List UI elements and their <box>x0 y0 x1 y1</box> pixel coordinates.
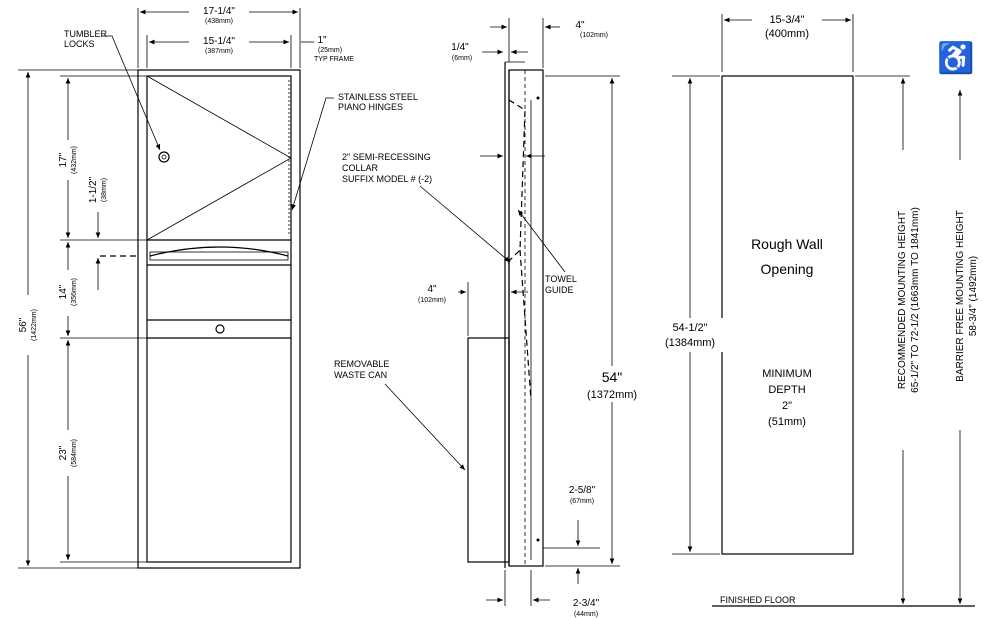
dim-overall-width-metric: (438mm) <box>205 18 233 25</box>
dim-middle-metric: (356mm) <box>71 278 78 306</box>
piano-hinges-label-1: STAINLESS STEEL <box>338 92 418 102</box>
dim-side-bottom: 2-5/8" <box>569 485 596 496</box>
dim-frame-metric: (25mm) <box>318 47 342 54</box>
side-cabinet <box>508 69 544 567</box>
upper-door-triangle <box>146 75 292 241</box>
tumbler-locks-label-2: LOCKS <box>64 39 95 49</box>
collar-label-1: 2" SEMI-RECESSING <box>342 152 431 162</box>
min-depth-label-4: (51mm) <box>768 416 806 428</box>
dim-side-depth: 4" <box>575 20 585 31</box>
towel-dispenser-opening <box>149 246 289 257</box>
dim-side-depth-metric: (102mm) <box>580 32 608 39</box>
min-depth-label-3: 2" <box>782 400 792 412</box>
dim-dispenser-offset: 1-1/2" <box>88 176 99 203</box>
towel-dispenser-slot <box>149 251 289 261</box>
typ-frame-label: TYP FRAME <box>314 56 354 63</box>
towel-guide-label-2: GUIDE <box>545 285 574 295</box>
lower-lock-icon <box>215 324 225 334</box>
dim-side-bottom-metric: (67mm) <box>570 498 594 505</box>
side-callouts: 2" SEMI-RECESSING COLLAR SUFFIX MODEL # … <box>342 152 577 295</box>
dim-side-can-depth-metric: (102mm) <box>418 297 446 304</box>
dim-rough-width-metric: (400mm) <box>765 28 809 40</box>
finished-floor-label: FINISHED FLOOR <box>720 595 796 605</box>
dim-side-flange: 1/4" <box>451 42 469 53</box>
tumbler-lock-icon <box>158 151 170 163</box>
rough-opening-view: Rough Wall Opening MINIMUM DEPTH 2" (51m… <box>656 8 982 607</box>
min-depth-label-1: MINIMUM <box>762 368 812 380</box>
dim-rough-height-metric: (1384mm) <box>665 337 715 349</box>
dim-side-height-metric: (1372mm) <box>587 389 637 401</box>
front-inner-frame <box>146 75 292 563</box>
towel-guide <box>504 99 526 266</box>
dim-frame: 1" <box>317 35 327 46</box>
dim-inner-width-metric: (387mm) <box>205 48 233 55</box>
barrier-free-label-1: BARRIER FREE MOUNTING HEIGHT <box>955 210 966 382</box>
dim-overall-height-metric: (1422mm) <box>31 309 38 341</box>
piano-hinges-label-2: PIANO HINGES <box>338 102 403 112</box>
dim-dispenser-offset-metric: (38mm) <box>101 178 108 202</box>
front-dimensions: 17-1/4" (438mm) 15-1/4" (387mm) 1" (25mm… <box>16 3 354 569</box>
side-waste-can <box>467 337 510 563</box>
front-outer-frame <box>137 69 301 569</box>
min-depth-label-2: DEPTH <box>768 384 805 396</box>
recommended-height-label-1: RECOMMENDED MOUNTING HEIGHT <box>897 211 908 389</box>
dim-lower: 23" <box>58 445 69 460</box>
front-callouts: TUMBLER LOCKS STAINLESS STEEL PIANO HING… <box>64 29 466 471</box>
dim-middle: 14" <box>58 284 69 299</box>
dim-side-height: 54" <box>602 369 623 385</box>
dim-upper-door-metric: (432mm) <box>71 146 78 174</box>
tumbler-locks-label-1: TUMBLER <box>64 29 108 39</box>
dim-side-bottom-depth-metric: (44mm) <box>574 611 598 618</box>
rough-wall-opening <box>721 75 854 555</box>
dim-side-bottom-depth: 2-3/4" <box>573 598 600 609</box>
recommended-height-label-2: 65-1/2" TO 72-1/2 (1663mm TO 1841mm) <box>910 207 921 393</box>
waste-can-label-2: WASTE CAN <box>334 370 387 380</box>
dim-overall-width: 17-1/4" <box>203 6 235 17</box>
waste-can-label-1: REMOVABLE <box>334 359 389 369</box>
wheelchair-icon: ♿ <box>937 40 974 75</box>
dim-overall-height: 56" <box>18 317 29 332</box>
collar-label-2: COLLAR <box>342 163 379 173</box>
barrier-free-label-2: 58-3/4" (1492mm) <box>968 256 979 336</box>
collar-label-3: SUFFIX MODEL # (-2) <box>342 174 432 184</box>
dim-side-can-depth: 4" <box>427 284 437 295</box>
front-view <box>100 69 301 569</box>
side-dimensions: 4" (102mm) 1/4" (6mm) 4" (102mm) 54" (13… <box>418 18 652 618</box>
dim-upper-door: 17" <box>58 152 69 167</box>
towel-guide-label-1: TOWEL <box>545 274 577 284</box>
rough-wall-label-1: Rough Wall <box>751 236 823 252</box>
tumbler-lock-core-icon <box>161 154 167 160</box>
rough-wall-label-2: Opening <box>761 261 814 277</box>
dim-lower-metric: (584mm) <box>71 439 78 467</box>
dim-side-flange-metric: (6mm) <box>452 55 472 62</box>
dim-inner-width: 15-1/4" <box>203 36 235 47</box>
side-view <box>467 61 544 568</box>
dim-rough-height: 54-1/2" <box>672 322 707 334</box>
dim-rough-width: 15-3/4" <box>769 14 804 26</box>
